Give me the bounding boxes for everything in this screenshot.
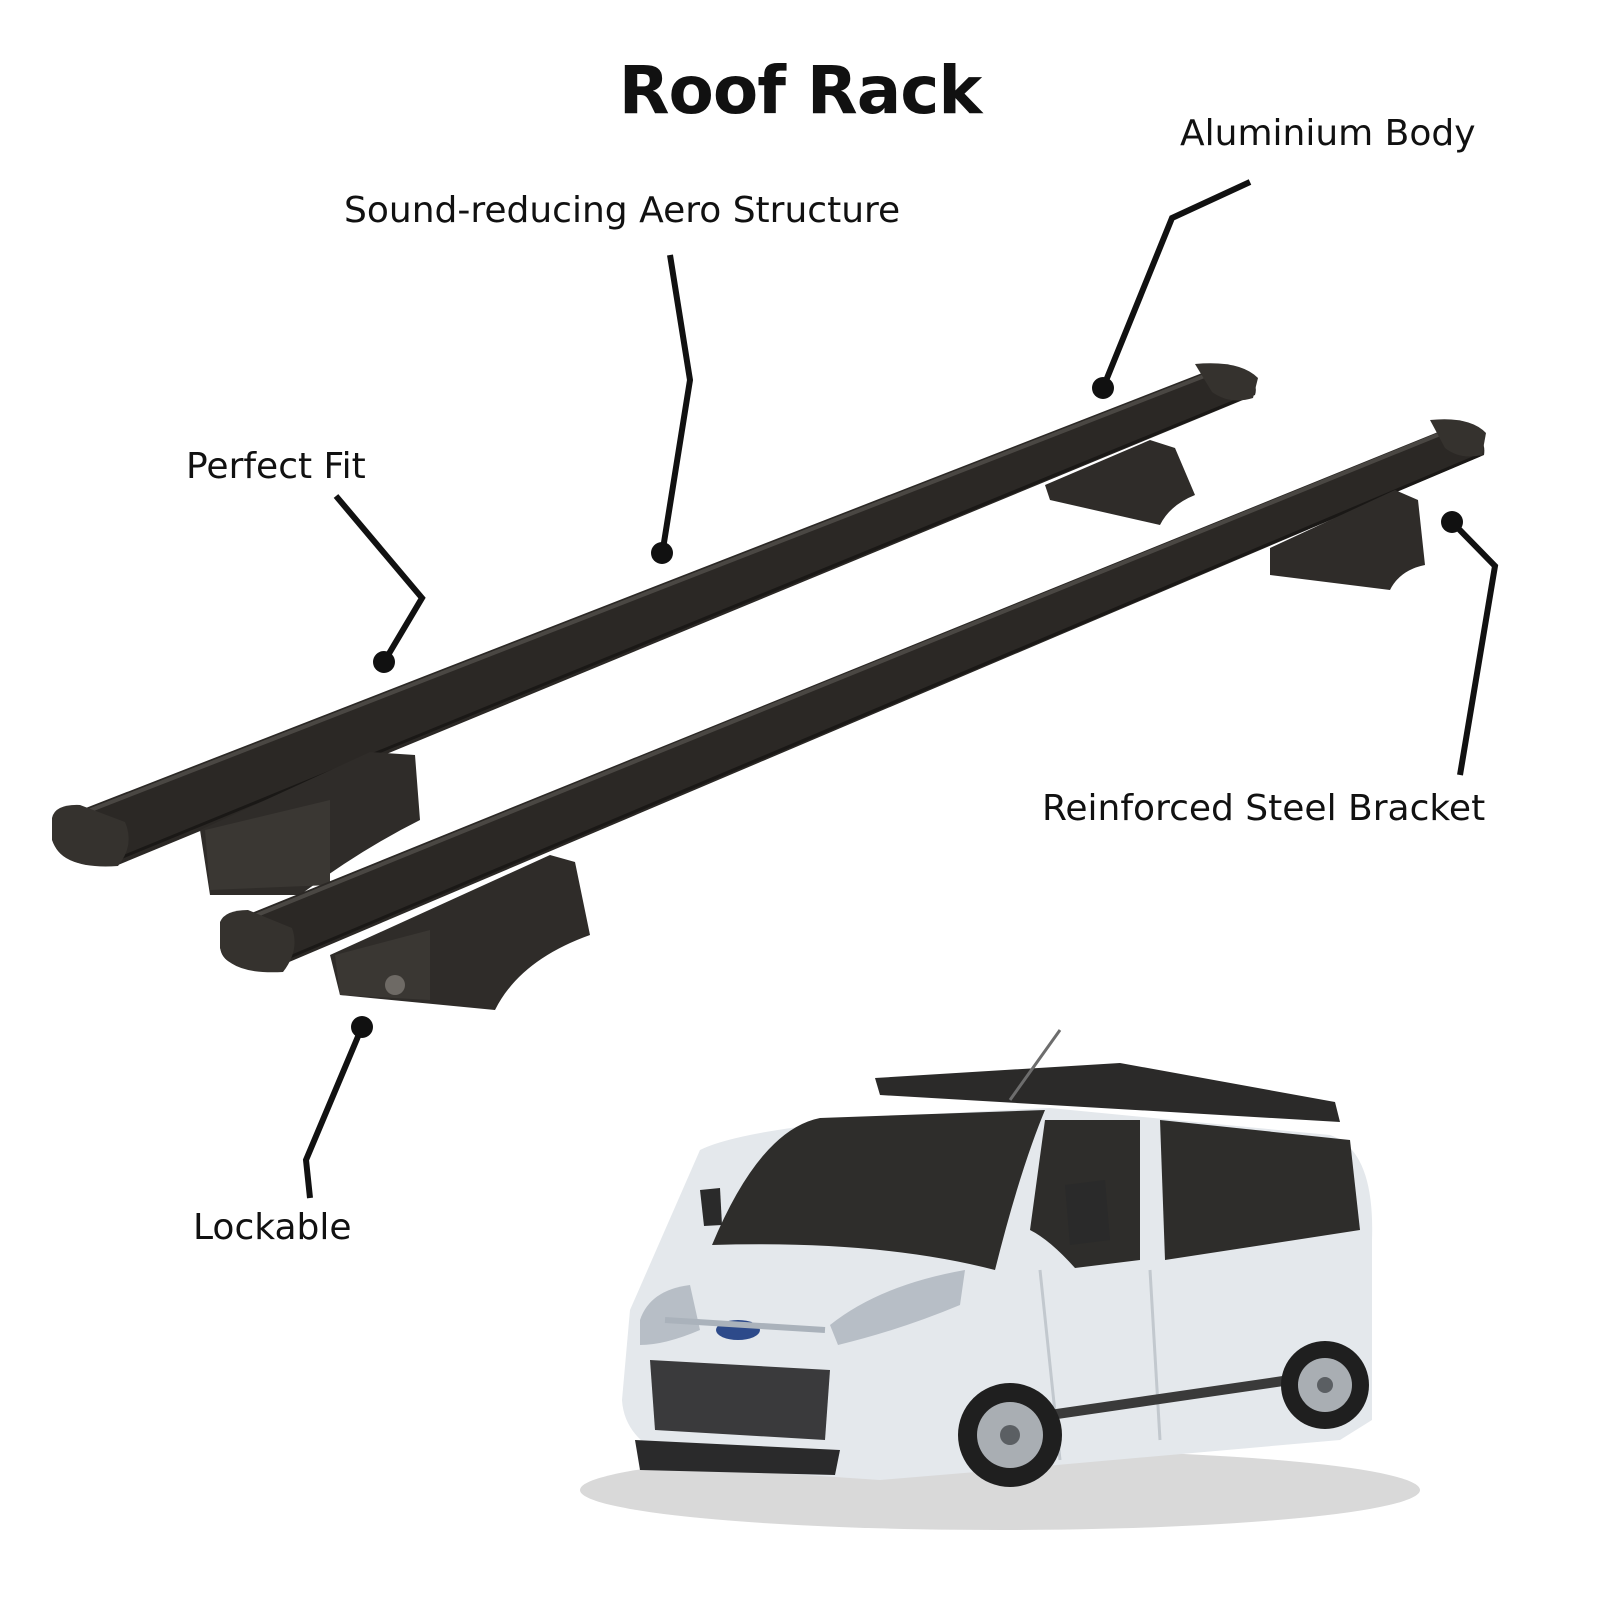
feature-label-steel: Reinforced Steel Bracket xyxy=(1042,788,1486,829)
leader-fit xyxy=(333,494,426,664)
dot-lockable xyxy=(351,1016,373,1038)
dot-aluminium xyxy=(1092,377,1114,399)
bracket-foot-rear-left xyxy=(200,752,420,895)
lock-icon xyxy=(385,975,405,995)
feature-label-aluminium: Aluminium Body xyxy=(1180,113,1476,154)
van-wheel-front xyxy=(958,1383,1062,1487)
leader-aero xyxy=(659,254,694,556)
callout-lines xyxy=(302,179,1499,1199)
page-title: Roof Rack xyxy=(618,52,983,129)
feature-label-aero: Sound-reducing Aero Structure xyxy=(344,190,901,231)
callout-dots xyxy=(351,377,1463,1038)
crossbar-rear xyxy=(52,363,1258,895)
bracket-foot-front-right xyxy=(1270,490,1425,590)
crossbar-front xyxy=(220,419,1486,1010)
bracket-foot-rear-right xyxy=(1045,440,1195,525)
dot-steel xyxy=(1441,511,1463,533)
bracket-foot-front-left xyxy=(330,855,590,1010)
dot-fit xyxy=(373,651,395,673)
leader-lockable xyxy=(302,1025,365,1199)
dot-aero xyxy=(651,542,673,564)
feature-label-fit: Perfect Fit xyxy=(186,446,366,487)
van-illustration xyxy=(580,1029,1420,1530)
van-wheel-rear xyxy=(1281,1341,1369,1429)
leader-aluminium xyxy=(1100,179,1252,390)
leader-steel xyxy=(1449,519,1499,776)
feature-label-lockable: Lockable xyxy=(193,1207,352,1248)
